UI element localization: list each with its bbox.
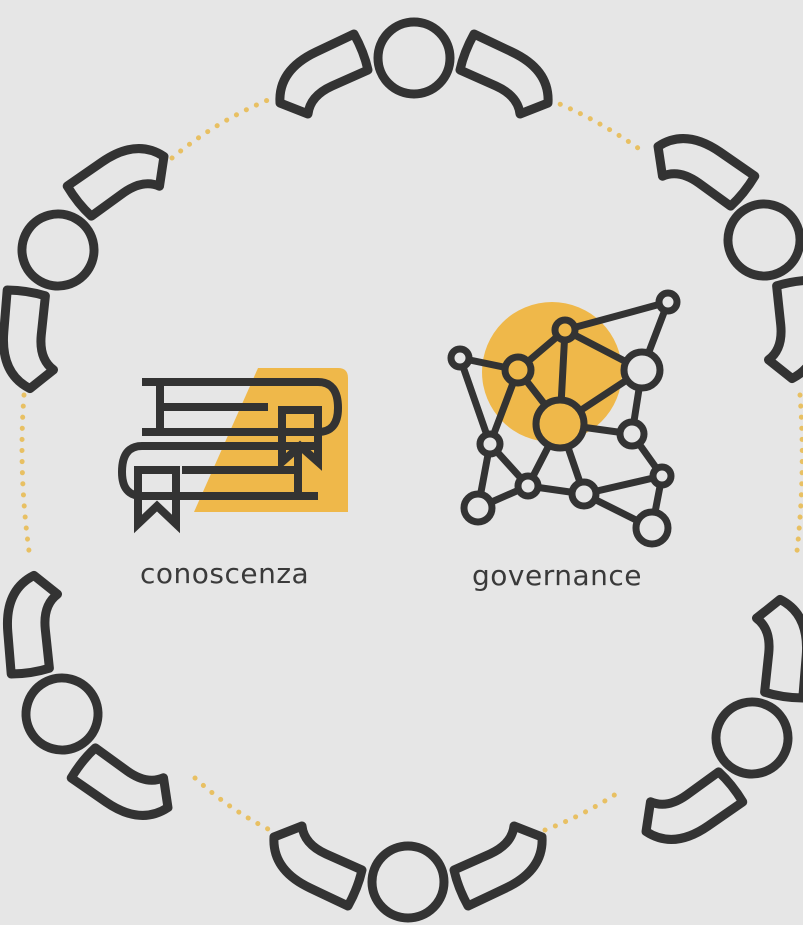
person-icon bbox=[275, 17, 553, 119]
people-ring bbox=[0, 17, 803, 923]
dotted-arc-bottom-left bbox=[192, 775, 273, 833]
person-icon bbox=[0, 144, 169, 394]
dotted-connectors bbox=[19, 97, 803, 833]
dotted-arc-top-left bbox=[169, 97, 271, 161]
person-icon bbox=[653, 134, 803, 384]
label-conoscenza: conoscenza bbox=[140, 557, 310, 590]
dotted-arc-top-right bbox=[547, 97, 641, 151]
network-icon bbox=[447, 289, 681, 548]
person-icon bbox=[2, 570, 173, 820]
dotted-arc-left bbox=[19, 392, 33, 561]
person-icon bbox=[269, 821, 547, 923]
dotted-arc-right bbox=[793, 392, 803, 563]
label-governance: governance bbox=[472, 559, 642, 592]
books-icon bbox=[117, 368, 348, 534]
dotted-arc-bottom-right bbox=[542, 787, 625, 833]
person-icon bbox=[641, 594, 803, 844]
